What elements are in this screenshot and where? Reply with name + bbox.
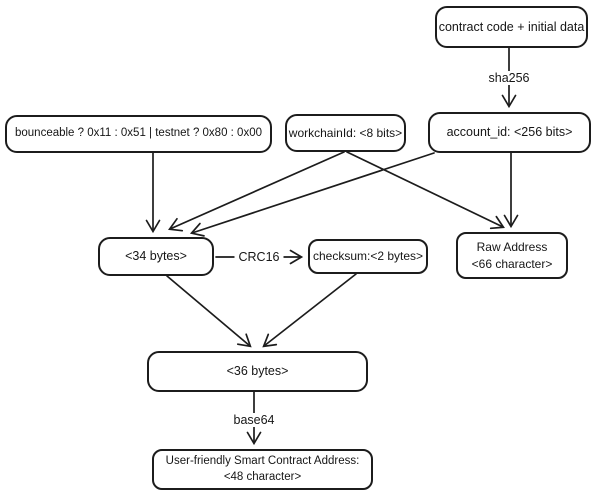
node-user-friendly-address-sublabel: <48 character> [223,470,302,483]
node-checksum-label: checksum:<2 bytes> [312,249,424,264]
node-user-friendly-address: User-friendly Smart Contract Address: <4… [152,449,373,490]
node-flags-label: bounceable ? 0x11 : 0x51 | testnet ? 0x8… [14,127,262,140]
node-user-friendly-address-label: User-friendly Smart Contract Address: [165,454,360,467]
edge-label-crc16: CRC16 [234,250,284,264]
node-34-bytes: <34 bytes> [98,237,214,276]
node-raw-address: Raw Address <66 character> [456,232,568,279]
edge-label-sha256: sha256 [484,71,534,85]
node-34-bytes-label: <34 bytes> [125,249,187,264]
arrow-34bytes-to-36bytes [166,275,252,348]
node-raw-address-sublabel: <66 character> [471,256,553,271]
node-account-id: account_id: <256 bits> [428,112,591,153]
node-contract-code: contract code + initial data [435,6,588,48]
node-36-bytes: <36 bytes> [147,351,368,392]
node-workchain-id-label: workchainId: <8 bits> [288,125,403,140]
node-contract-code-label: contract code + initial data [438,19,585,34]
node-flags: bounceable ? 0x11 : 0x51 | testnet ? 0x8… [5,115,272,153]
node-raw-address-label: Raw Address [476,240,548,255]
arrow-workchain-to-raw [346,151,505,230]
arrow-workchain-to-34bytes [168,151,345,232]
edge-label-base64: base64 [229,413,279,427]
node-workchain-id: workchainId: <8 bits> [285,114,406,152]
node-account-id-label: account_id: <256 bits> [446,125,573,140]
node-checksum: checksum:<2 bytes> [308,239,428,274]
node-36-bytes-label: <36 bytes> [226,364,289,379]
arrow-account-to-34bytes [189,152,435,237]
arrow-checksum-to-36bytes [262,273,357,348]
